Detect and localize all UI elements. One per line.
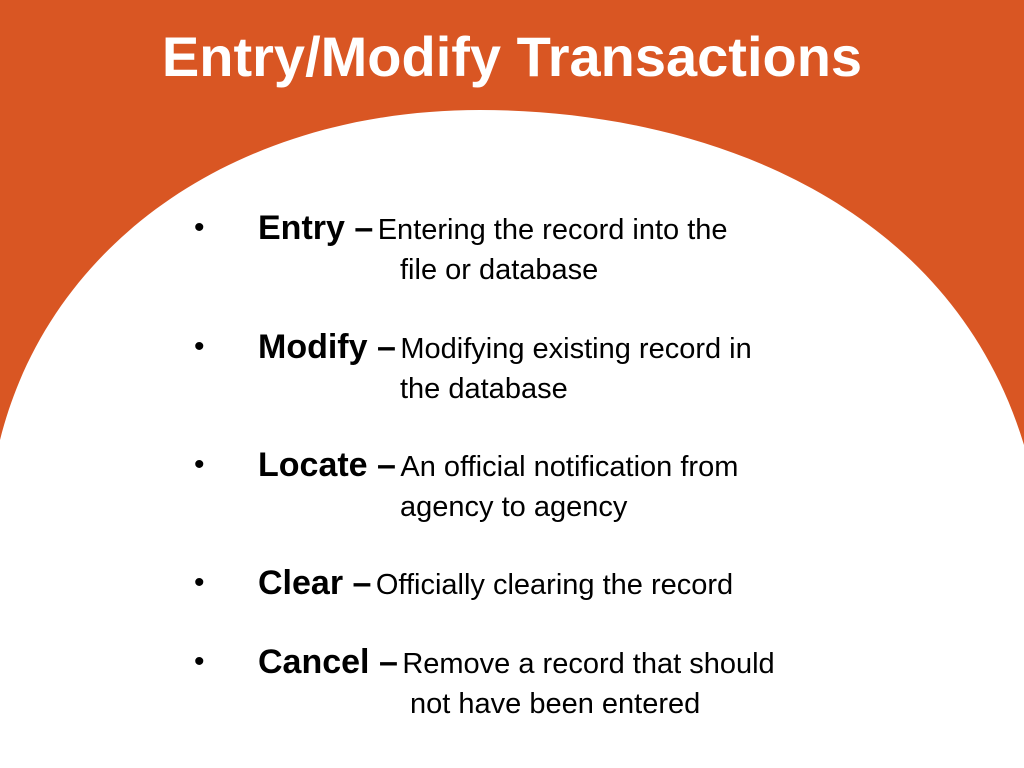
- bullet-term: Cancel –: [258, 643, 398, 681]
- bullet-term: Modify –: [258, 328, 396, 366]
- bullet-description: Modifying existing record in: [400, 333, 752, 365]
- bullet-icon: •: [194, 211, 205, 244]
- bullet-icon: •: [194, 330, 205, 363]
- bullet-description-continued: the database: [400, 373, 568, 405]
- bullet-term: Entry –: [258, 209, 374, 247]
- bullet-icon: •: [194, 645, 205, 678]
- bullet-description: Officially clearing the record: [375, 569, 734, 601]
- bullet-description-continued: not have been entered: [410, 688, 701, 720]
- bullet-description: An official notification from: [400, 451, 739, 483]
- bullet-description-continued: file or database: [400, 254, 599, 286]
- slide-title: Entry/Modify Transactions: [161, 25, 863, 88]
- bullet-term: Clear –: [258, 564, 372, 602]
- bullet-description: Remove a record that should: [402, 648, 775, 680]
- bullet-icon: •: [194, 448, 205, 481]
- bullet-line: Cancel – Remove a record that should: [258, 642, 775, 689]
- bullet-description-continued: agency to agency: [400, 491, 628, 523]
- bullet-line: Locate – An official notification from: [258, 445, 738, 492]
- bullet-line: Modify – Modifying existing record in: [258, 327, 752, 374]
- orange-frame-shape: [0, 0, 1024, 445]
- bullet-icon: •: [194, 566, 205, 599]
- bullet-line: Entry – Entering the record into the: [258, 208, 728, 255]
- bullet-description: Entering the record into the: [377, 214, 728, 246]
- bullet-term: Locate –: [258, 446, 396, 484]
- bullet-line: Clear – Officially clearing the record: [258, 563, 733, 610]
